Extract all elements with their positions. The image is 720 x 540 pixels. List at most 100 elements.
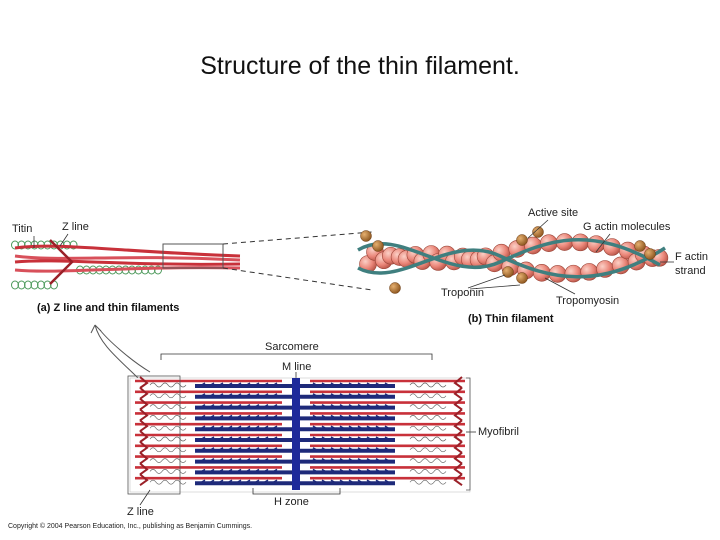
z-disc-segment [453,451,463,465]
copyright-text: Copyright © 2004 Pearson Education, Inc.… [8,522,252,530]
myosin-head [235,479,242,484]
myosin-head [348,425,355,430]
myosin-head [366,425,373,430]
myosin-head [384,393,391,398]
myosin-head [244,479,251,484]
troponin-label: Troponin [441,287,484,299]
myosin-head [226,425,233,430]
myosin-head [384,414,391,420]
z-disc-segment [139,408,149,422]
myosin-head [375,393,382,398]
myosin-head [384,457,391,463]
troponin-bead [634,240,646,252]
myosin-head [330,425,337,430]
myosin-head [321,468,328,474]
thin-filament-panel: Active site G actin molecules F actin st… [357,207,708,325]
z-disc-segment [453,462,463,476]
myosin-head [199,382,206,387]
troponin-bead [516,272,528,284]
z-disc-segment [453,397,463,411]
myosin-head [271,414,278,420]
z-disc-segment [139,387,149,400]
myosin-head [357,382,364,387]
myosin-head [262,436,269,441]
myosin-head [217,447,224,452]
myosin-head [208,403,215,409]
tropomyosin-strand [357,238,661,270]
myosin-head [375,436,382,441]
titin-coil [69,240,78,250]
myosin-head [384,468,391,474]
myosin-head [312,436,319,441]
z-disc-segment [139,441,149,454]
z-disc-segment [139,376,149,389]
titin-coil [43,280,52,290]
z-disc-segment [453,430,463,443]
myosin-head [271,403,278,409]
myosin-head [217,436,224,441]
myosin-head [366,403,373,409]
myosin-head [348,479,355,484]
m-line [292,378,300,490]
myosin-head [244,414,251,420]
myosin-head [208,447,215,452]
titin-segment [409,447,447,453]
myosin-head [339,393,346,398]
titin-coil [30,280,39,290]
myosin-head [348,436,355,441]
myosin-head [253,457,260,463]
myosin-head [321,382,328,387]
z-disc-segment [139,462,149,476]
panel-b-caption: (b) Thin filament [468,313,554,325]
myosin-head [330,393,337,398]
myosin-head [366,447,373,452]
z-disc-segment [453,387,463,400]
myosin-head [321,436,328,441]
z-disc-segment [139,430,149,443]
titin-coil [37,280,45,290]
titin-coil [11,280,19,290]
zoom-line-bottom [222,267,373,291]
g-actin-molecules [359,233,669,283]
troponin-bead [360,230,372,242]
myosin-head [357,403,364,409]
myosin-head [366,393,373,398]
myosin-head [348,403,355,409]
myosin-head [312,457,319,463]
myosin-head [271,436,278,441]
z-disc-segment [453,419,463,433]
myosin-head [235,447,242,452]
myosin-head [217,479,224,484]
myosin-head [271,457,278,463]
myosin-head [235,393,242,398]
titin-segment [409,393,447,399]
myosin-head [208,393,215,398]
myosin-head [339,436,346,441]
myosin-head [357,447,364,452]
myosin-head [208,414,215,420]
myosin-head [226,447,233,452]
myosin-head [226,479,233,484]
myosin-head [357,425,364,430]
panel-a-caption: (a) Z line and thin filaments [37,302,179,314]
myosin-head [312,382,319,387]
myosin-head [253,403,260,409]
myosin-head [357,393,364,398]
myosin-head [262,479,269,484]
troponin-bead [502,266,514,278]
myosin-head [348,414,355,420]
sarcomere-label: Sarcomere [265,341,319,353]
myosin-head [339,447,346,452]
myosin-head [339,479,346,484]
myosin-head [330,403,337,409]
myosin-head [253,393,260,398]
myosin-head [321,403,328,409]
z-disc-segment [139,397,149,411]
zoom-arrow [94,324,141,381]
myosin-head [244,436,251,441]
titin-segment [409,404,447,409]
myosin-head [199,479,206,484]
myosin-head [235,382,242,387]
myosin-head [253,447,260,452]
myosin-head [253,468,260,474]
